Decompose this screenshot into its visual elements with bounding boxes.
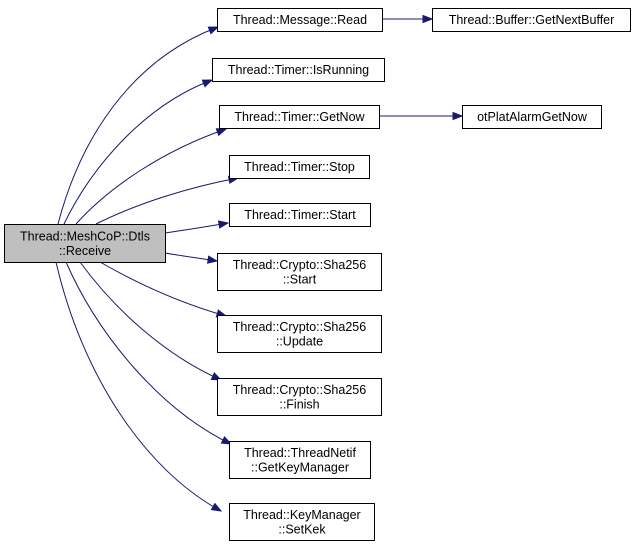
- edge-line: [65, 261, 232, 445]
- node-getnextbuf[interactable]: Thread::Buffer::GetNextBuffer: [432, 8, 631, 32]
- node-label: Thread::Timer::Start: [244, 208, 356, 222]
- arrowhead-icon: [215, 128, 228, 137]
- edge-root-to-msgread: [57, 26, 220, 225]
- node-label: Thread::Crypto::Sha256: [233, 258, 366, 272]
- edge-root-to-getnow: [75, 128, 228, 225]
- node-stop[interactable]: Thread::Timer::Stop: [229, 155, 370, 179]
- edge-line: [55, 261, 222, 512]
- node-box: [229, 441, 371, 479]
- node-box: [229, 155, 370, 179]
- node-keymgr[interactable]: Thread::ThreadNetif::GetKeyManager: [229, 441, 371, 479]
- arrowhead-icon: [452, 111, 464, 121]
- arrowhead-icon: [220, 435, 233, 445]
- edge-root-to-tstart: [164, 220, 230, 234]
- node-box: [229, 503, 375, 541]
- node-label: Thread::Crypto::Sha256: [233, 383, 366, 397]
- node-box: [432, 8, 631, 32]
- edge-root-to-shaupdate: [99, 261, 228, 318]
- node-isrunning[interactable]: Thread::Timer::IsRunning: [212, 58, 385, 82]
- edge-line: [75, 128, 227, 225]
- edge-root-to-keymgr: [65, 261, 233, 445]
- arrowhead-icon: [206, 255, 219, 264]
- node-label: Thread::Crypto::Sha256: [233, 320, 366, 334]
- edge-line: [99, 261, 227, 317]
- edge-root-to-isrunning: [63, 79, 214, 225]
- nodes: Thread::MeshCoP::Dtls::ReceiveThread::Me…: [4, 8, 631, 541]
- edge-line: [164, 222, 229, 234]
- node-setkek[interactable]: Thread::KeyManager::SetKek: [229, 503, 375, 541]
- node-label: Thread::Message::Read: [233, 13, 367, 27]
- edge-line: [63, 79, 213, 225]
- node-label: Thread::ThreadNetif: [244, 446, 356, 460]
- node-box: [4, 224, 166, 263]
- edge-root-to-shastart: [164, 252, 219, 264]
- node-box: [212, 58, 385, 82]
- node-label: ::SetKek: [278, 522, 326, 536]
- node-label: ::Receive: [59, 244, 111, 258]
- edge-getnow-to-alarm: [379, 111, 464, 121]
- node-label: Thread::Timer::GetNow: [234, 110, 365, 124]
- node-shaupdate[interactable]: Thread::Crypto::Sha256::Update: [217, 315, 382, 353]
- arrowhead-icon: [422, 14, 434, 24]
- node-tstart[interactable]: Thread::Timer::Start: [229, 203, 371, 227]
- node-box: [462, 105, 602, 129]
- node-msgread[interactable]: Thread::Message::Read: [217, 8, 383, 32]
- edges: [55, 14, 464, 512]
- edge-msgread-to-getnextbuf: [382, 14, 434, 24]
- node-label: Thread::KeyManager: [243, 508, 360, 522]
- node-label: ::Start: [283, 272, 317, 286]
- edge-line: [95, 177, 239, 225]
- edge-line: [79, 261, 222, 381]
- node-label: Thread::MeshCoP::Dtls: [20, 229, 150, 243]
- node-box: [217, 253, 382, 291]
- edge-root-to-setkek: [55, 261, 223, 512]
- arrowhead-icon: [207, 26, 220, 35]
- arrowhead-icon: [201, 79, 214, 88]
- node-root[interactable]: Thread::MeshCoP::Dtls::Receive: [4, 224, 166, 263]
- node-label: Thread::Timer::IsRunning: [228, 63, 369, 77]
- node-label: Thread::Timer::Stop: [244, 160, 355, 174]
- arrowhead-icon: [210, 502, 223, 512]
- node-box: [229, 203, 371, 227]
- node-box: [219, 105, 380, 129]
- node-label: ::Finish: [279, 397, 319, 411]
- node-label: Thread::Buffer::GetNextBuffer: [449, 13, 615, 27]
- edge-line: [57, 26, 219, 225]
- edge-root-to-shafinish: [79, 261, 223, 381]
- node-alarm[interactable]: otPlatAlarmGetNow: [462, 105, 602, 129]
- node-label: ::Update: [276, 334, 323, 348]
- node-box: [217, 378, 382, 416]
- edge-root-to-stop: [95, 175, 240, 225]
- node-label: ::GetKeyManager: [251, 460, 349, 474]
- arrowhead-icon: [217, 220, 230, 229]
- node-box: [217, 315, 382, 353]
- node-label: otPlatAlarmGetNow: [477, 110, 588, 124]
- node-shafinish[interactable]: Thread::Crypto::Sha256::Finish: [217, 378, 382, 416]
- node-box: [217, 8, 383, 32]
- node-getnow[interactable]: Thread::Timer::GetNow: [219, 105, 380, 129]
- node-shastart[interactable]: Thread::Crypto::Sha256::Start: [217, 253, 382, 291]
